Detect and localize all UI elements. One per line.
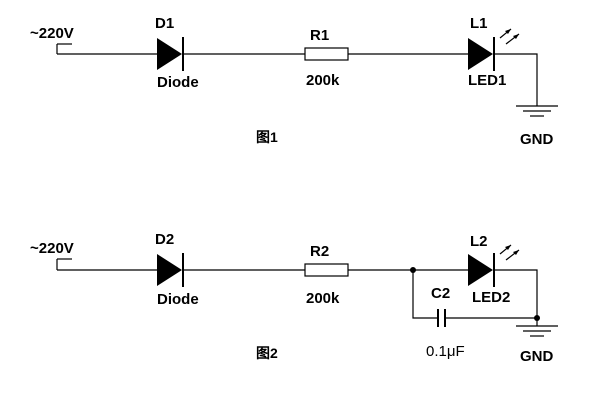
diode-ref-2: D2 — [155, 231, 174, 248]
ground-label-1: GND — [520, 131, 554, 148]
ac-source-label-2: ~220V — [30, 240, 74, 257]
diode-name-1: Diode — [157, 74, 199, 91]
diode-ref-1: D1 — [155, 15, 174, 32]
resistor-r1 — [304, 47, 349, 61]
led-ref-2: L2 — [470, 233, 488, 250]
capacitor-c2 — [437, 309, 446, 327]
figure-2: ~220V D2 Diode R2 200k L2 LED2 — [30, 231, 558, 365]
led-l2 — [468, 244, 520, 287]
wire-led-to-ground-1 — [494, 53, 538, 106]
figure-1: ~220V D1 Diode R1 200k L1 LED1 — [30, 15, 558, 148]
led-ref-1: L1 — [470, 15, 488, 32]
resistor-r2 — [304, 263, 349, 277]
led-l1 — [468, 28, 520, 71]
figure-caption-2: 图2 — [256, 345, 278, 361]
resistor-value-1: 200k — [306, 72, 340, 89]
ground-label-2: GND — [520, 348, 554, 365]
capacitor-value-2: 0.1μF — [426, 343, 465, 360]
diode-name-2: Diode — [157, 291, 199, 308]
ground-icon-2 — [516, 318, 558, 337]
capacitor-ref-2: C2 — [431, 285, 450, 302]
figure-caption-1: 图1 — [256, 129, 278, 145]
led-name-1: LED1 — [468, 72, 506, 89]
led-name-2: LED2 — [472, 289, 510, 306]
resistor-value-2: 200k — [306, 290, 340, 307]
wire-capacitor-left — [412, 270, 437, 319]
ground-icon-1 — [516, 105, 558, 117]
ac-source-label-1: ~220V — [30, 25, 74, 42]
ac-source-1 — [56, 43, 72, 54]
wire-led-to-node-2 — [494, 269, 538, 318]
resistor-ref-1: R1 — [310, 27, 329, 44]
diode-d1 — [157, 37, 184, 71]
diode-d2 — [157, 253, 184, 287]
ac-source-2 — [56, 258, 72, 270]
resistor-ref-2: R2 — [310, 243, 329, 260]
